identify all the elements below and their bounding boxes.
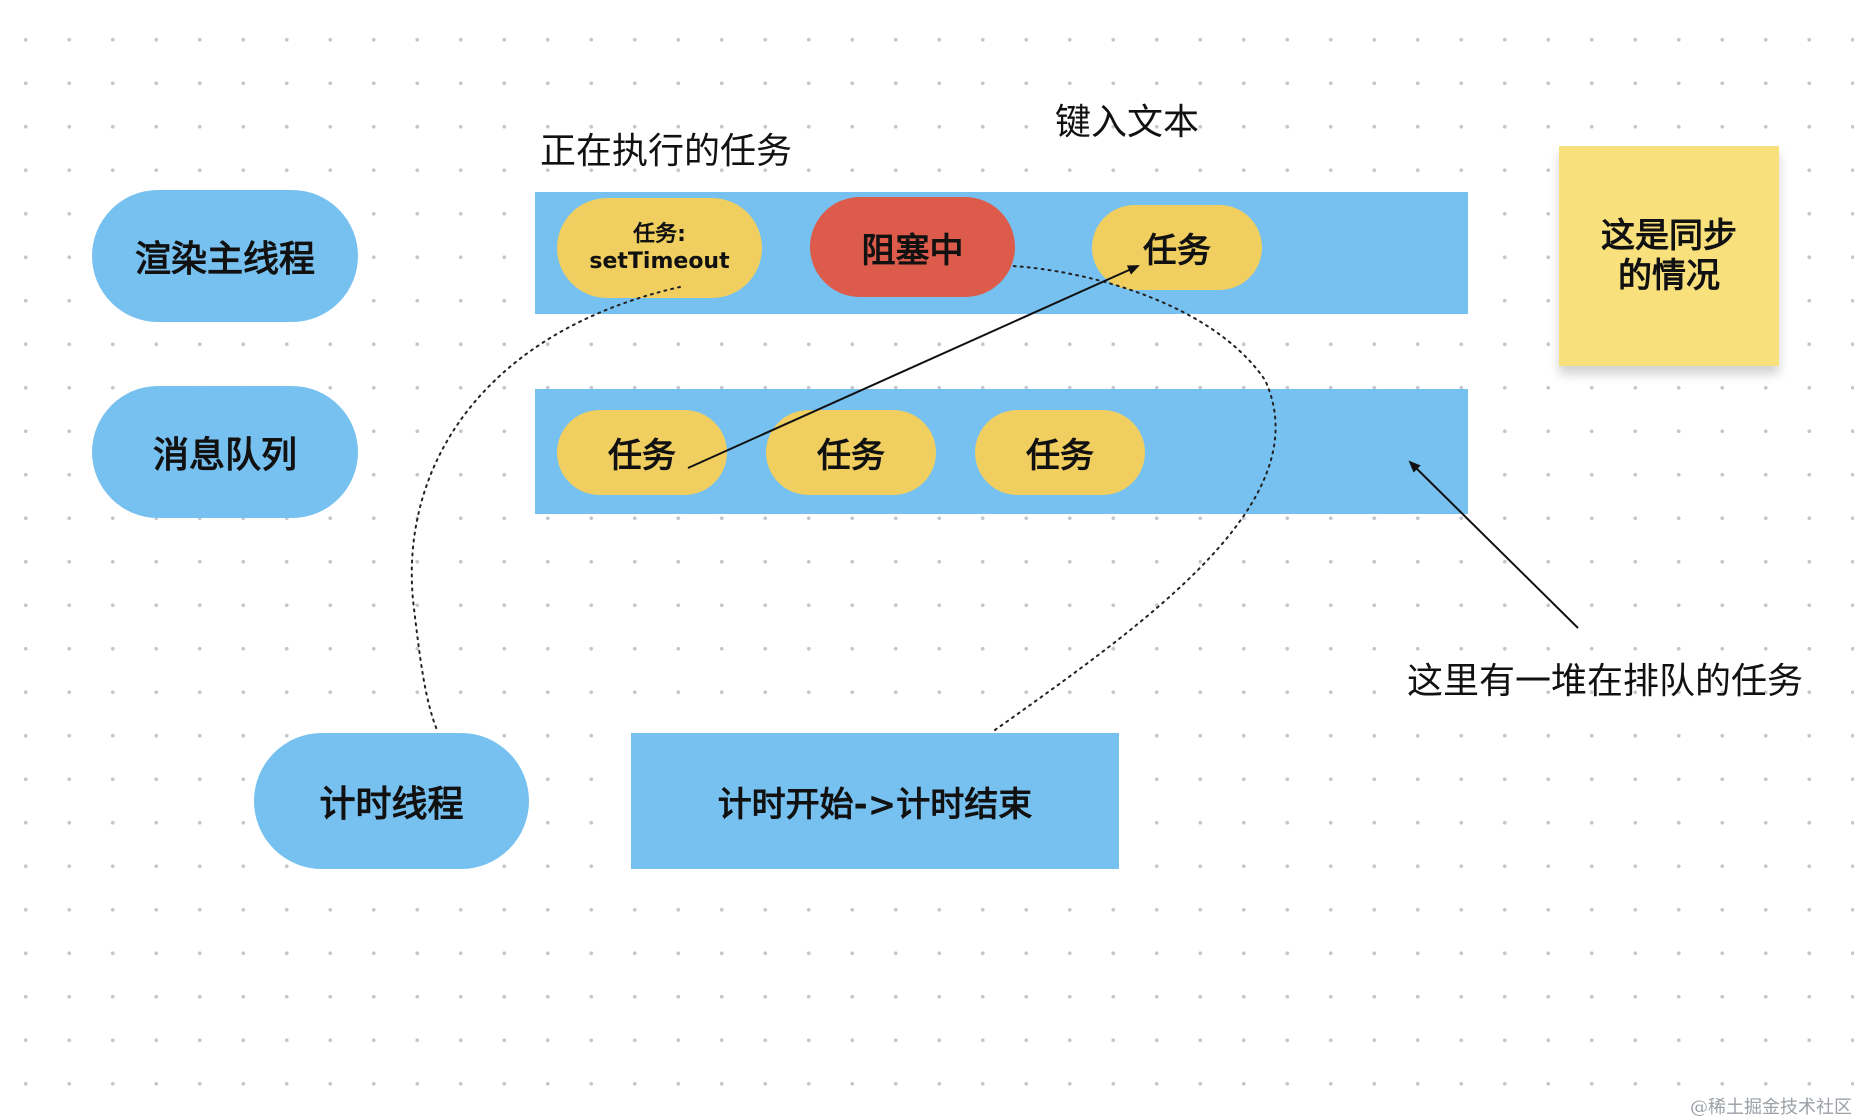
- timer-box-label: 计时开始->计时结束: [717, 784, 1033, 825]
- timer-box: 计时开始->计时结束: [631, 733, 1119, 869]
- timer-thread-label: 计时线程: [319, 784, 464, 825]
- running-task-label: 正在执行的任务: [540, 131, 793, 172]
- queue-task-label: 任务: [608, 436, 676, 476]
- sticky-note-line1: 这是同步: [1601, 215, 1737, 256]
- queue-task-label: 任务: [1026, 436, 1094, 476]
- key-input-label: 键入文本: [1055, 102, 1200, 143]
- main-lane-task: 任务: [1092, 205, 1262, 290]
- sticky-note: 这是同步 的情况: [1559, 146, 1779, 366]
- queue-task: 任务: [975, 410, 1145, 495]
- message-queue-thread: 消息队列: [92, 386, 358, 518]
- message-queue-thread-label: 消息队列: [152, 435, 297, 476]
- settimeout-task-line1: 任务:: [633, 221, 686, 247]
- blocking-task: 阻塞中: [810, 197, 1015, 297]
- queue-task: 任务: [557, 410, 727, 495]
- queue-task-label: 任务: [817, 436, 885, 476]
- settimeout-task: 任务: setTimeout: [557, 198, 762, 298]
- queue-note-label: 这里有一堆在排队的任务: [1407, 661, 1804, 702]
- timer-thread: 计时线程: [254, 733, 529, 869]
- watermark: @稀土掘金技术社区: [1690, 1097, 1852, 1118]
- blocking-task-label: 阻塞中: [861, 230, 964, 271]
- main-lane-task-label: 任务: [1143, 231, 1211, 271]
- queue-task: 任务: [766, 410, 936, 495]
- sticky-note-line2: 的情况: [1618, 256, 1720, 296]
- render-main-thread-label: 渲染主线程: [134, 239, 315, 280]
- render-main-thread: 渲染主线程: [92, 190, 358, 322]
- settimeout-task-line2: setTimeout: [589, 249, 730, 274]
